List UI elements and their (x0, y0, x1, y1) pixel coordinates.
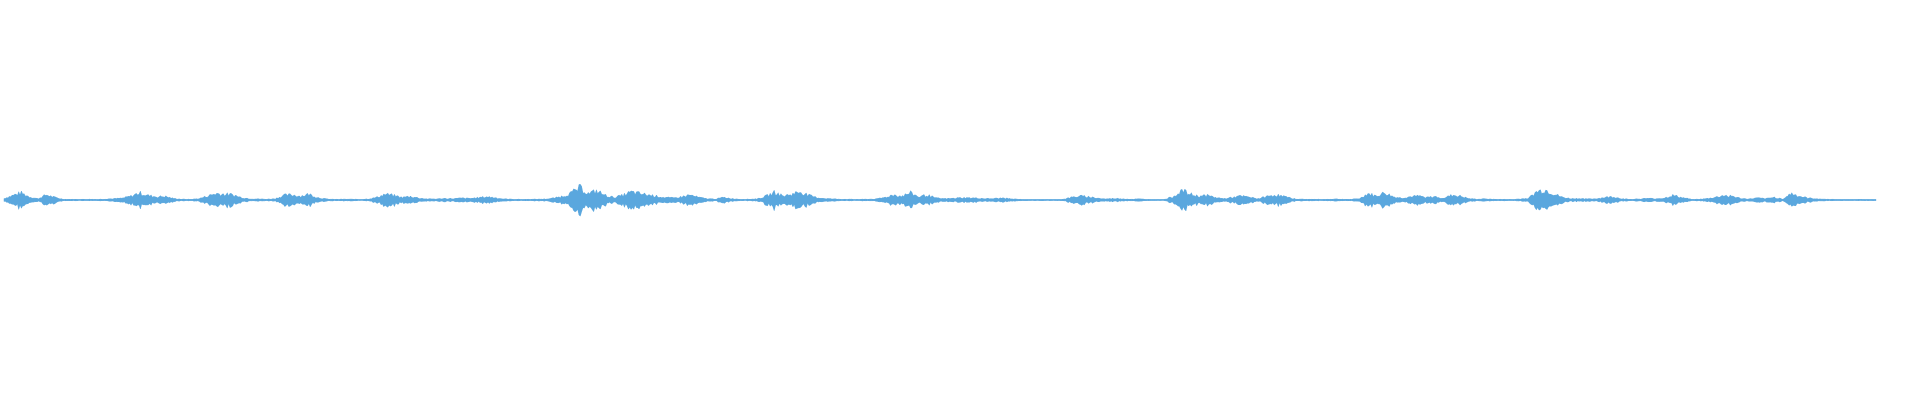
waveform-envelope (3, 184, 1877, 217)
